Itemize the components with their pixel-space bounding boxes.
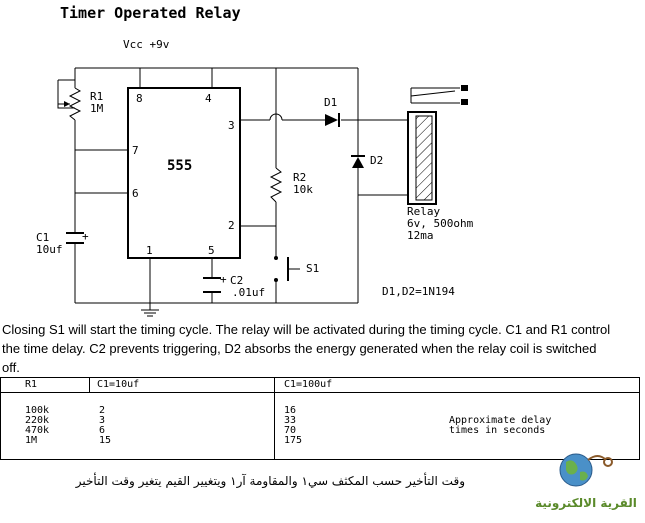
pin-2-label: 2 (228, 219, 235, 232)
diode-note: D1,D2=1N194 (382, 285, 455, 298)
table-divider-1 (89, 378, 90, 392)
relay-terminal-bottom (461, 99, 468, 105)
relay-spec: 6v, 500ohm (407, 217, 474, 230)
r2-resistor (269, 167, 283, 203)
table-divider-2 (274, 378, 275, 459)
description-text: Closing S1 will start the timing cycle. … (2, 322, 611, 375)
s1-contact-top (274, 256, 278, 260)
relay-contacts (410, 87, 460, 104)
d2-label: D2 (370, 154, 383, 167)
pin-1-label: 1 (146, 244, 153, 257)
c1-name: C1 (36, 231, 49, 244)
table-col-c1-100uf: 16 33 70 175 (284, 405, 303, 446)
ic-label: 555 (167, 158, 192, 174)
d1-diode (325, 114, 338, 126)
r1-resistor (68, 87, 82, 121)
pin-6-label: 6 (132, 187, 139, 200)
brand-logo: القرية الالكترونية (530, 448, 642, 512)
s1-label: S1 (306, 262, 319, 275)
pin-5-label: 5 (208, 244, 215, 257)
r2-value: 10k (293, 183, 313, 196)
d1-label: D1 (324, 96, 337, 109)
table-col-c1-10uf: 2 3 6 15 (99, 405, 112, 446)
pin-7-label: 7 (132, 144, 139, 157)
table-note: Approximate delay times in seconds (449, 415, 552, 436)
r1-name: R1 (90, 90, 103, 103)
brand-text: القرية الالكترونية (535, 496, 637, 510)
c2-plus: + (220, 273, 227, 286)
pin-8-label: 8 (136, 92, 143, 105)
globe-logo-icon (559, 453, 613, 487)
table-header-c1-10uf: C1=10uf (97, 379, 140, 390)
pin-3-label: 3 (228, 119, 235, 132)
table-header-row (1, 378, 639, 393)
vcc-label: Vcc +9v (123, 38, 170, 51)
relay-core (415, 115, 433, 201)
r2-name: R2 (293, 171, 306, 184)
relay-current: 12ma (407, 229, 434, 242)
r1-wiper-arrow-icon (64, 101, 70, 107)
delay-table: R1 C1=10uf C1=100uf 100k 220k 470k 1M 2 … (0, 377, 640, 460)
r1-value: 1M (90, 102, 104, 115)
c2-value: .01uf (232, 286, 265, 299)
c1-plus: + (82, 230, 89, 243)
c1-value: 10uf (36, 243, 63, 256)
ic-555 (127, 87, 241, 259)
pin-4-label: 4 (205, 92, 212, 105)
relay-name: Relay (407, 205, 440, 218)
d2-diode (352, 157, 364, 168)
arabic-caption: وقت التأخير حسب المكثف سي١ والمقاومة آر١… (75, 474, 465, 488)
relay-terminal-top (461, 85, 468, 91)
table-header-r1: R1 (25, 379, 38, 390)
table-col-r1: 100k 220k 470k 1M (25, 405, 50, 446)
wiring (57, 67, 408, 317)
table-header-c1-100uf: C1=100uf (284, 379, 333, 390)
page-title: Timer Operated Relay (60, 4, 241, 22)
s1-contact-bottom (274, 278, 278, 282)
c2-name: C2 (230, 274, 243, 287)
